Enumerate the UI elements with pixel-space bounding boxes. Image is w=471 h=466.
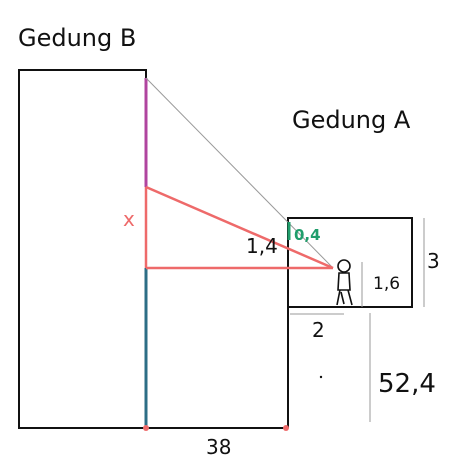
sight-line-grey <box>145 77 334 269</box>
room-height-label: 3 <box>427 249 440 273</box>
person-distance-label: 2 <box>312 318 325 342</box>
unknown-x-label: x <box>123 207 135 231</box>
person-figure <box>336 259 353 306</box>
building-a-room <box>287 217 413 308</box>
hypotenuse-value-label: 1,4 <box>246 234 278 258</box>
building-b-outline <box>18 69 147 429</box>
building-a-label: Gedung A <box>292 106 411 134</box>
person-height-label: 1,6 <box>373 274 400 294</box>
ground-distance-label: 38 <box>206 435 231 459</box>
red-hypotenuse <box>145 185 334 270</box>
top-offset-label: 0,4 <box>294 226 321 244</box>
building-a-height-label: 52,4 <box>378 369 436 399</box>
ground-dot-left <box>143 425 149 431</box>
stray-dot <box>319 375 323 379</box>
ground-dot-right <box>283 425 289 431</box>
building-b-label: Gedung B <box>18 24 136 52</box>
